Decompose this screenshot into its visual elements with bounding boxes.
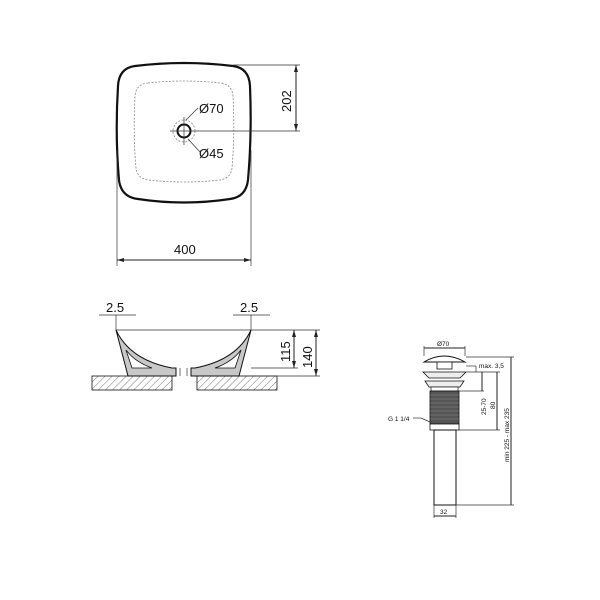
side-view: 2.5 2.5 115 140 [91, 300, 320, 391]
basin-inner-dashed [133, 80, 235, 183]
countertop-left [91, 375, 173, 391]
inner-height-label: 115 [278, 341, 293, 362]
depth-dimension-label: 202 [279, 90, 294, 112]
drain-view: Ø70 G 1 1/4 max. 3,5 25-70 [388, 341, 514, 518]
drain-inner-label: Ø45 [199, 146, 224, 161]
drain-pipe [433, 429, 457, 506]
cap-diameter-label: Ø70 [437, 341, 450, 348]
countertop-right [196, 375, 278, 391]
thread-label: G 1 1/4 [388, 416, 410, 423]
total-length-label: min 225 - max 235 [504, 408, 511, 462]
bowl-section-right [190, 329, 252, 377]
width-dimension-label: 400 [174, 242, 196, 257]
drain-outer-label: Ø70 [199, 101, 224, 116]
clamp-range-label: 25-70 [481, 398, 488, 415]
wall-thickness-left-label: 2.5 [106, 300, 124, 315]
wall-thickness-right-label: 2.5 [240, 300, 258, 315]
basin-outline [115, 61, 252, 204]
outer-height-label: 140 [300, 346, 315, 368]
top-view: Ø70 Ø45 202 400 [115, 61, 300, 266]
threaded-body [429, 390, 460, 425]
drain-cap [422, 355, 467, 363]
body-height-label: 80 [490, 401, 497, 409]
pipe-diameter-label: 32 [440, 509, 448, 516]
bowl-section-left [115, 329, 177, 377]
cap-gap-label: max. 3,5 [479, 363, 504, 370]
